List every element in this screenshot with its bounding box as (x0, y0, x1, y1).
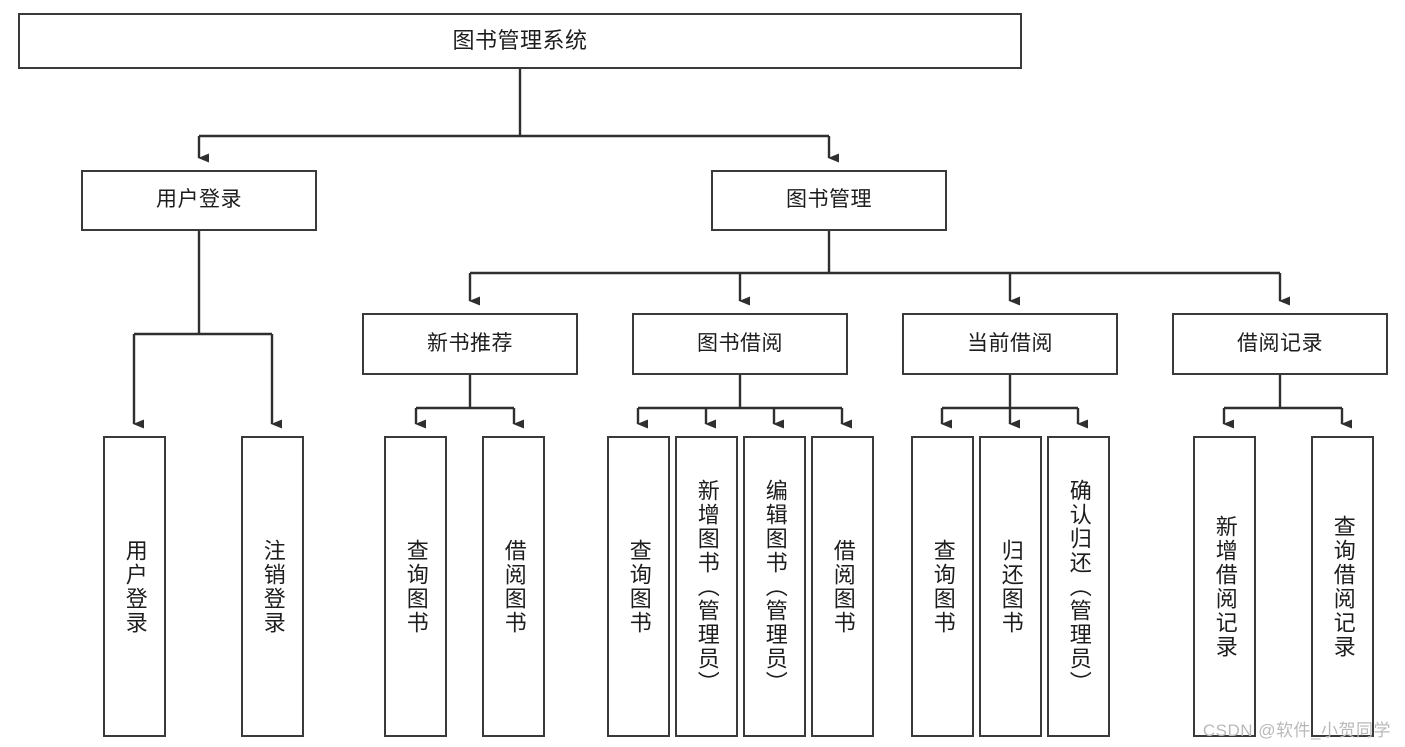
node-label: 查询图书 (403, 538, 429, 635)
node-label: 图书管理 (786, 188, 872, 212)
node-label: 借阅图书 (830, 538, 856, 635)
node-login[interactable]: 用户登录 (81, 170, 317, 231)
node-label: 新增借阅记录 (1212, 514, 1238, 659)
node-leaf-q3[interactable]: 查询图书 (911, 436, 974, 737)
node-newbook[interactable]: 新书推荐 (362, 313, 578, 375)
node-label: 归还图书 (998, 538, 1024, 635)
node-bookmgmt[interactable]: 图书管理 (711, 170, 947, 231)
node-leaf-b1[interactable]: 借阅图书 (482, 436, 545, 737)
node-label: 查询借阅记录 (1330, 514, 1356, 659)
node-label: 查询图书 (626, 538, 652, 635)
node-label: 用户登录 (156, 188, 242, 212)
node-label: 新书推荐 (427, 331, 513, 355)
node-label: 确认归还（管理员） (1066, 478, 1092, 695)
csdn-watermark: CSDN @软件_小贺同学 (1202, 721, 1391, 740)
node-leaf-addrec[interactable]: 新增借阅记录 (1193, 436, 1256, 737)
node-leaf-b2[interactable]: 借阅图书 (811, 436, 874, 737)
node-label: 新增图书（管理员） (694, 478, 720, 695)
node-leaf-return[interactable]: 归还图书 (979, 436, 1042, 737)
node-leaf-login[interactable]: 用户登录 (103, 436, 166, 737)
node-leaf-q1[interactable]: 查询图书 (384, 436, 447, 737)
node-leaf-edit[interactable]: 编辑图书（管理员） (743, 436, 806, 737)
node-label: 注销登录 (260, 538, 286, 635)
node-label: 用户登录 (122, 538, 148, 635)
node-leaf-qrec[interactable]: 查询借阅记录 (1311, 436, 1374, 737)
node-current[interactable]: 当前借阅 (902, 313, 1118, 375)
node-label: 当前借阅 (967, 331, 1053, 355)
node-label: 编辑图书（管理员） (762, 478, 788, 695)
node-record[interactable]: 借阅记录 (1172, 313, 1388, 375)
node-leaf-logout[interactable]: 注销登录 (241, 436, 304, 737)
node-leaf-confirm[interactable]: 确认归还（管理员） (1047, 436, 1110, 737)
node-label: 查询图书 (930, 538, 956, 635)
node-leaf-add[interactable]: 新增图书（管理员） (675, 436, 738, 737)
node-borrow[interactable]: 图书借阅 (632, 313, 848, 375)
node-root[interactable]: 图书管理系统 (18, 13, 1022, 69)
node-leaf-q2[interactable]: 查询图书 (607, 436, 670, 737)
node-label: 图书借阅 (697, 331, 783, 355)
node-label: 借阅记录 (1237, 331, 1323, 355)
node-label: 借阅图书 (501, 538, 527, 635)
node-label: 图书管理系统 (452, 28, 588, 54)
